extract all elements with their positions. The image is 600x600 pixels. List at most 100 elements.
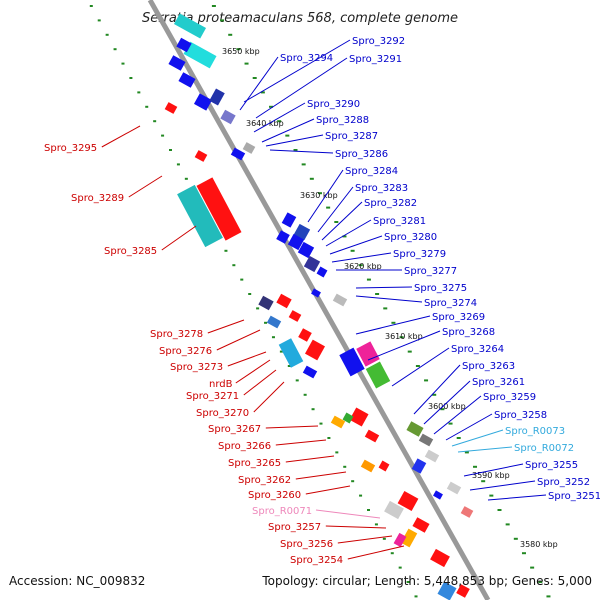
- gene-feature: [456, 584, 470, 598]
- gene-feature: [302, 365, 318, 379]
- reverse-gene-label: Spro_3276: [159, 346, 212, 357]
- gene-feature: [311, 288, 321, 298]
- gene-feature: [287, 233, 305, 251]
- label-leader-line: [347, 545, 405, 560]
- gc-dot: [285, 134, 290, 137]
- gc-dot: [269, 105, 274, 108]
- gc-dot: [113, 48, 117, 51]
- label-leader-line: [253, 381, 285, 413]
- gene-feature: [406, 421, 424, 437]
- gc-dot: [145, 105, 149, 108]
- gene-feature: [349, 407, 369, 427]
- kbp-tick-label: 3650 kbp: [222, 47, 260, 56]
- gc-dot: [252, 77, 257, 79]
- label-leader-line: [355, 295, 423, 303]
- kbp-tick-label: 3590 kbp: [472, 471, 510, 480]
- label-leader-line: [261, 118, 315, 143]
- reverse-gene-label: Spro_3295: [44, 143, 97, 154]
- gene-feature: [230, 147, 246, 161]
- gene-feature: [316, 266, 328, 278]
- gc-dot: [448, 422, 453, 425]
- gc-dot: [317, 192, 322, 195]
- label-leader-line: [269, 149, 334, 154]
- forward-gene-label: Spro_3286: [335, 149, 388, 160]
- gc-dot: [375, 293, 380, 295]
- reverse-gene-label: Spro_3270: [196, 408, 249, 419]
- gene-feature: [242, 142, 256, 154]
- label-leader-line: [307, 169, 344, 223]
- forward-gene-label: Spro_3264: [451, 344, 504, 355]
- gc-dot: [391, 321, 396, 324]
- gene-feature: [196, 177, 242, 241]
- forward-gene-label: Spro_3283: [355, 183, 408, 194]
- forward-gene-label: Spro_3261: [472, 377, 525, 388]
- forward-gene-label: Spro_3294: [280, 53, 333, 64]
- reverse-gene-label: nrdB: [209, 379, 233, 390]
- forward-gene-label: Spro_3258: [494, 410, 547, 421]
- gene-feature: [276, 230, 290, 244]
- gene-feature: [168, 55, 186, 71]
- gc-dot: [89, 5, 93, 7]
- label-leader-line: [239, 56, 279, 111]
- gc-dot: [161, 134, 165, 137]
- gene-feature: [342, 412, 354, 424]
- reverse-gene-label: Spro_3262: [238, 475, 291, 486]
- kbp-tick-label: 3580 kbp: [520, 540, 558, 549]
- forward-gene-label: Spro_R0073: [505, 426, 565, 437]
- kbp-tick-label: 3620 kbp: [344, 262, 382, 271]
- label-leader-line: [463, 463, 524, 477]
- label-leader-line: [451, 429, 504, 447]
- kbp-tick-label: 3610 kbp: [385, 332, 423, 341]
- label-leader-line: [227, 351, 267, 367]
- reverse-gene-label: Spro_3289: [71, 193, 124, 204]
- forward-gene-label: Spro_3259: [483, 392, 536, 403]
- map-title: Serratia proteamaculans 568, complete ge…: [142, 11, 458, 26]
- label-leader-line: [295, 471, 347, 480]
- gene-feature: [424, 449, 440, 463]
- gc-dot: [311, 408, 315, 411]
- reverse-gene-label: Spro_3256: [280, 539, 333, 550]
- forward-gene-label: Spro_3268: [442, 327, 495, 338]
- gc-dot: [424, 379, 429, 382]
- label-leader-line: [433, 395, 482, 435]
- forward-gene-label: Spro_3263: [462, 361, 515, 372]
- label-leader-line: [161, 225, 197, 251]
- gc-dot: [359, 494, 363, 497]
- gc-dot: [224, 249, 228, 252]
- gc-dot: [295, 379, 299, 382]
- gc-dot: [301, 163, 306, 166]
- gc-dot: [383, 307, 388, 310]
- label-leader-line: [445, 413, 493, 441]
- label-leader-line: [207, 319, 245, 334]
- gene-feature: [297, 241, 315, 259]
- gc-dot: [406, 581, 410, 583]
- reverse-gene-label: Spro_3257: [268, 522, 321, 533]
- gene-feature: [418, 433, 434, 447]
- kbp-tick-label: 3630 kbp: [300, 191, 338, 200]
- reverse-gene-label: Spro_3285: [104, 246, 157, 257]
- reverse-gene-label: Spro_R0071: [252, 506, 312, 517]
- forward-gene-label: Spro_3277: [404, 266, 457, 277]
- label-leader-line: [321, 201, 363, 241]
- gene-feature: [339, 347, 365, 377]
- forward-gene-label: Spro_3279: [393, 249, 446, 260]
- gene-feature: [332, 293, 348, 307]
- gene-feature: [460, 506, 474, 518]
- forward-gene-label: Spro_3290: [307, 99, 360, 110]
- gene-feature: [384, 500, 404, 520]
- forward-gene-label: Spro_3252: [537, 477, 590, 488]
- forward-gene-label: Spro_3282: [364, 198, 417, 209]
- gc-dot: [169, 149, 172, 151]
- forward-gene-label: Spro_3292: [352, 36, 405, 47]
- gc-dot: [97, 19, 101, 22]
- gc-dot: [398, 566, 402, 569]
- gc-dot: [415, 365, 420, 367]
- gene-feature: [183, 41, 217, 69]
- gene-feature: [209, 88, 225, 106]
- gc-dot: [505, 523, 510, 526]
- gc-dot: [440, 408, 445, 411]
- gc-dot: [228, 33, 233, 36]
- gc-dot: [414, 595, 418, 598]
- gc-dot: [473, 465, 478, 468]
